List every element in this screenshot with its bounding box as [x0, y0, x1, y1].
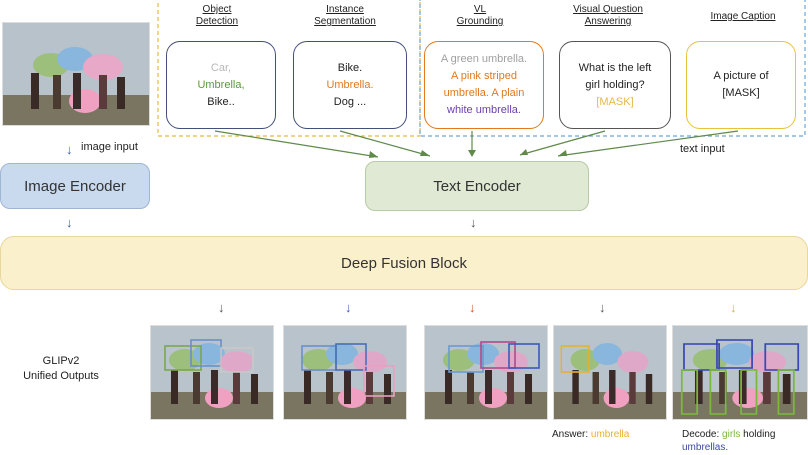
- decode-line2: umbrellas.: [682, 442, 729, 453]
- deep-fusion-block: Deep Fusion Block: [0, 236, 808, 290]
- image-encoder: Image Encoder: [0, 163, 150, 209]
- image-input-arrow: ↓: [66, 142, 73, 157]
- task-text-line: Umbrella,: [197, 78, 245, 91]
- task-text-line: umbrella. A plain: [443, 87, 525, 99]
- output-arrow-vqa: ↓: [599, 300, 606, 315]
- decode-caption: Decode: girls holding umbrellas.: [682, 428, 775, 454]
- task-heading-line: Instance: [326, 4, 364, 15]
- task-text-line: A pink striped: [450, 70, 518, 82]
- task-input-box-0: Car, Umbrella, Bike..: [166, 41, 276, 129]
- task-heading-line: Segmentation: [314, 16, 376, 27]
- task-heading-4: Image Caption: [684, 11, 802, 23]
- output-arrow-seg: ↓: [345, 300, 352, 315]
- task-input-box-2: A green umbrella. A pink striped umbrella.…: [424, 41, 544, 129]
- output-arrow-od: ↓: [218, 300, 225, 315]
- fusion-label: Deep Fusion Block: [341, 254, 467, 272]
- task-heading-line: Visual Question: [573, 4, 643, 15]
- task-input-box-1: Bike. Umbrella. Dog ...: [293, 41, 407, 129]
- task-text-line: girl holding?: [585, 78, 645, 91]
- decode-rest: holding: [743, 429, 776, 440]
- task-text-line: What is the left: [578, 61, 652, 74]
- task-text-line: Car,: [210, 61, 232, 74]
- image-encoder-arrow: ↓: [66, 215, 73, 230]
- answer-value: umbrella: [590, 429, 630, 440]
- output-photo-1: [283, 325, 407, 420]
- image-encoder-label: Image Encoder: [24, 177, 126, 195]
- output-photo-3: [553, 325, 667, 420]
- text-input-label: text input: [680, 143, 725, 155]
- output-arrow-ground: ↓: [469, 300, 476, 315]
- task-heading-line: Answering: [584, 16, 632, 27]
- answer-caption: Answer: umbrella: [552, 428, 629, 441]
- task-heading-line: Grounding: [456, 16, 504, 27]
- task-text-line: Umbrella.: [326, 78, 374, 91]
- task-heading-line: Object: [202, 4, 232, 15]
- answer-prefix: Answer:: [552, 429, 589, 440]
- text-encoder-arrow: ↓: [470, 215, 477, 230]
- decode-word1: girls: [722, 429, 741, 440]
- image-input-label: image input: [81, 141, 138, 153]
- task-text-line: Bike..: [207, 95, 235, 108]
- photo-icon: [3, 23, 149, 125]
- outputs-label-line2: Unified Outputs: [23, 370, 99, 382]
- task-heading-line: Image Caption: [710, 11, 776, 22]
- task-input-box-3: What is the left girl holding? [MASK]: [559, 41, 671, 129]
- task-text-line: white umbrella.: [447, 104, 521, 116]
- output-photo-4: [672, 325, 808, 420]
- text-encoder: Text Encoder: [365, 161, 589, 211]
- task-text-line: Dog ...: [333, 95, 367, 108]
- task-heading-line: Detection: [195, 16, 239, 27]
- task-text-line: [MASK]: [722, 87, 760, 99]
- decode-prefix: Decode:: [682, 429, 720, 440]
- output-photo-2: [424, 325, 548, 420]
- input-photo: [2, 22, 150, 126]
- text-encoder-label: Text Encoder: [433, 177, 521, 195]
- output-arrow-caption: ↓: [730, 300, 737, 315]
- outputs-label: GLIPv2 Unified Outputs: [14, 354, 108, 384]
- outputs-label-line1: GLIPv2: [42, 355, 80, 367]
- task-input-box-4: A picture of [MASK]: [686, 41, 796, 129]
- task-text-line: [MASK]: [596, 95, 634, 108]
- task-text-line: A green umbrella.: [440, 53, 528, 65]
- task-text-line: A picture of: [713, 70, 769, 82]
- task-text-line: Bike.: [337, 61, 363, 74]
- task-heading-line: VL: [473, 4, 487, 15]
- output-photo-0: [150, 325, 274, 420]
